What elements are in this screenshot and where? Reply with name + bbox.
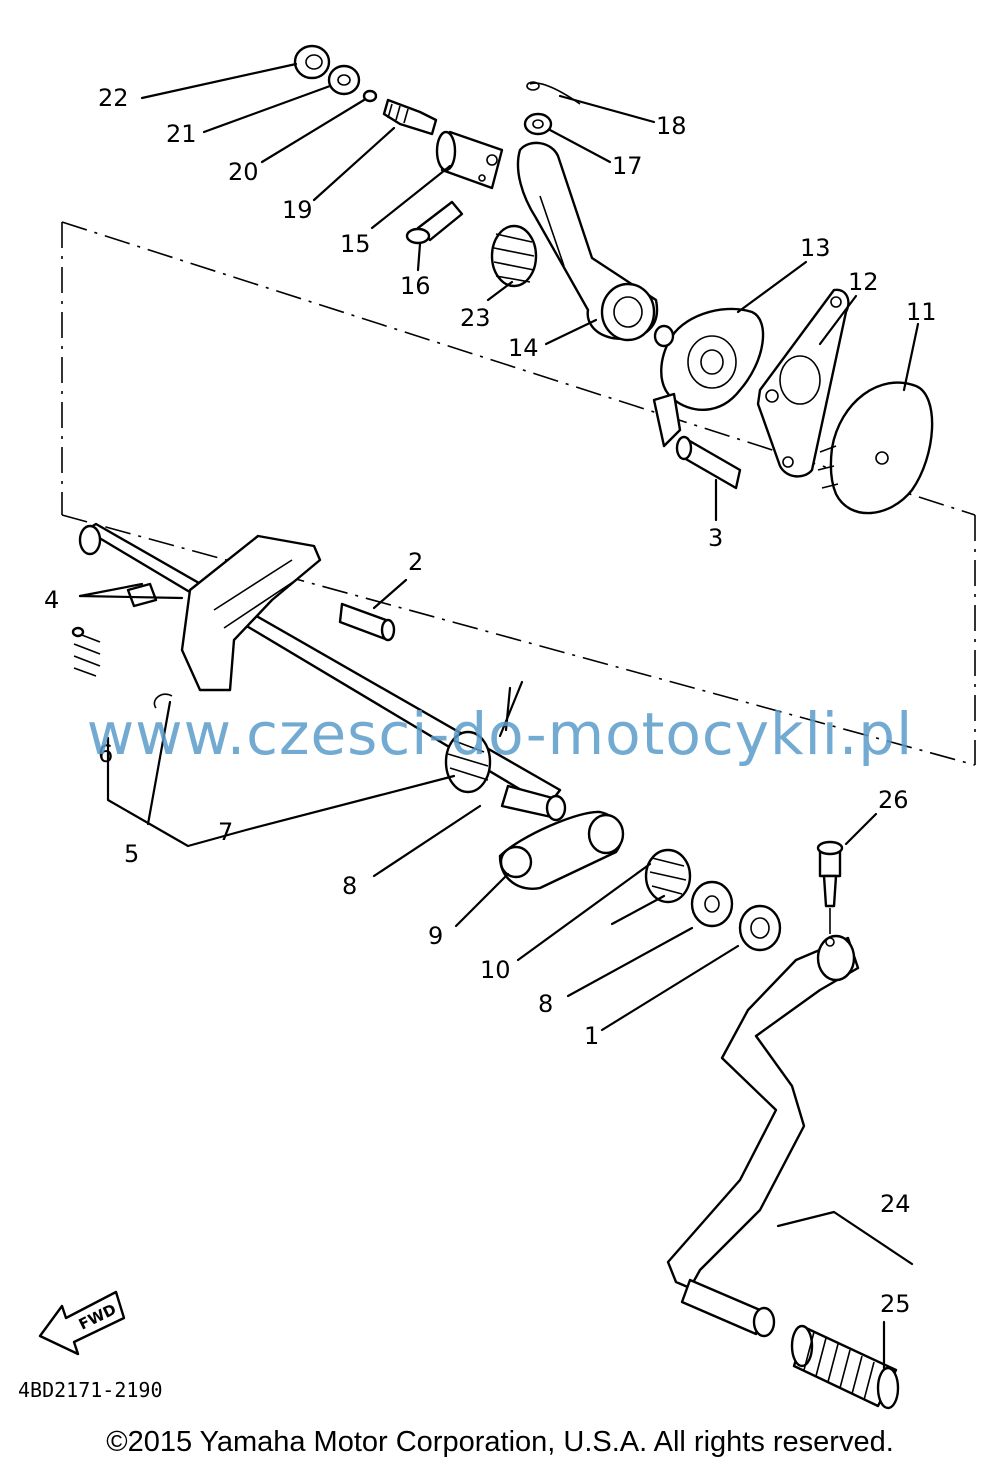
callout-9: 9 <box>428 922 443 950</box>
callout-8-lower: 8 <box>538 990 553 1018</box>
part-15-collar <box>435 130 504 190</box>
part-4-shift-lever <box>126 534 322 692</box>
fwd-arrow-icon: FWD <box>38 1290 126 1356</box>
callout-14: 14 <box>508 334 539 362</box>
callout-16: 16 <box>400 272 431 300</box>
callout-1: 1 <box>584 1022 599 1050</box>
callout-23: 23 <box>460 304 491 332</box>
callout-26: 26 <box>878 786 909 814</box>
callout-19: 19 <box>282 196 313 224</box>
callout-12: 12 <box>848 268 879 296</box>
reference-frame <box>61 221 976 766</box>
part-6-spring <box>71 626 101 677</box>
callout-11: 11 <box>906 298 937 326</box>
part-9-stopper-lever <box>498 810 625 890</box>
callout-10: 10 <box>480 956 511 984</box>
callout-3: 3 <box>708 524 723 552</box>
part-21-washer <box>327 64 361 96</box>
callout-25: 25 <box>880 1290 911 1318</box>
part-26-bolt <box>816 840 844 944</box>
part-16-pin <box>405 200 464 245</box>
callout-24: 24 <box>880 1190 911 1218</box>
callout-21: 21 <box>166 120 197 148</box>
part-17-washer <box>523 112 553 136</box>
callout-22: 22 <box>98 84 129 112</box>
callout-numbers: 22 21 20 19 15 16 23 14 18 17 13 12 11 3… <box>44 84 937 1318</box>
part-19-bolt <box>382 98 438 136</box>
part-5-circlip <box>153 693 173 709</box>
callout-8-upper: 8 <box>342 872 357 900</box>
part-8-washer <box>690 880 734 928</box>
callout-7: 7 <box>218 818 233 846</box>
part-20-ring <box>362 89 378 103</box>
callout-18: 18 <box>656 112 687 140</box>
part-14-arm <box>516 141 659 342</box>
part-13-stopper-plate <box>652 307 765 448</box>
diagram-code: 4BD2171-2190 <box>18 1378 163 1402</box>
part-24-shift-pedal <box>666 934 860 1338</box>
callout-2: 2 <box>408 548 423 576</box>
part-11-segment <box>817 381 934 515</box>
callout-5: 5 <box>124 840 139 868</box>
part-18-cotter-pin <box>526 81 581 105</box>
watermark-text: www.czesci-do-motocykli.pl <box>86 700 914 768</box>
part-7-shift-shaft <box>78 522 567 822</box>
part-22-nut <box>293 44 331 80</box>
callout-4: 4 <box>44 586 59 614</box>
callout-6: 6 <box>98 740 113 768</box>
leader-lines <box>78 62 920 1370</box>
callout-20: 20 <box>228 158 259 186</box>
callout-15: 15 <box>340 230 371 258</box>
callout-13: 13 <box>800 234 831 262</box>
part-25-pedal-rubber <box>790 1324 900 1410</box>
callout-17: 17 <box>612 152 643 180</box>
part-1-oil-seal <box>738 904 782 952</box>
part-3-bolt <box>675 435 742 490</box>
part-10-spring <box>610 848 692 926</box>
copyright-notice: ©2015 Yamaha Motor Corporation, U.S.A. A… <box>106 1426 894 1458</box>
part-2-pin <box>338 602 396 642</box>
part-23-spring <box>490 224 538 288</box>
